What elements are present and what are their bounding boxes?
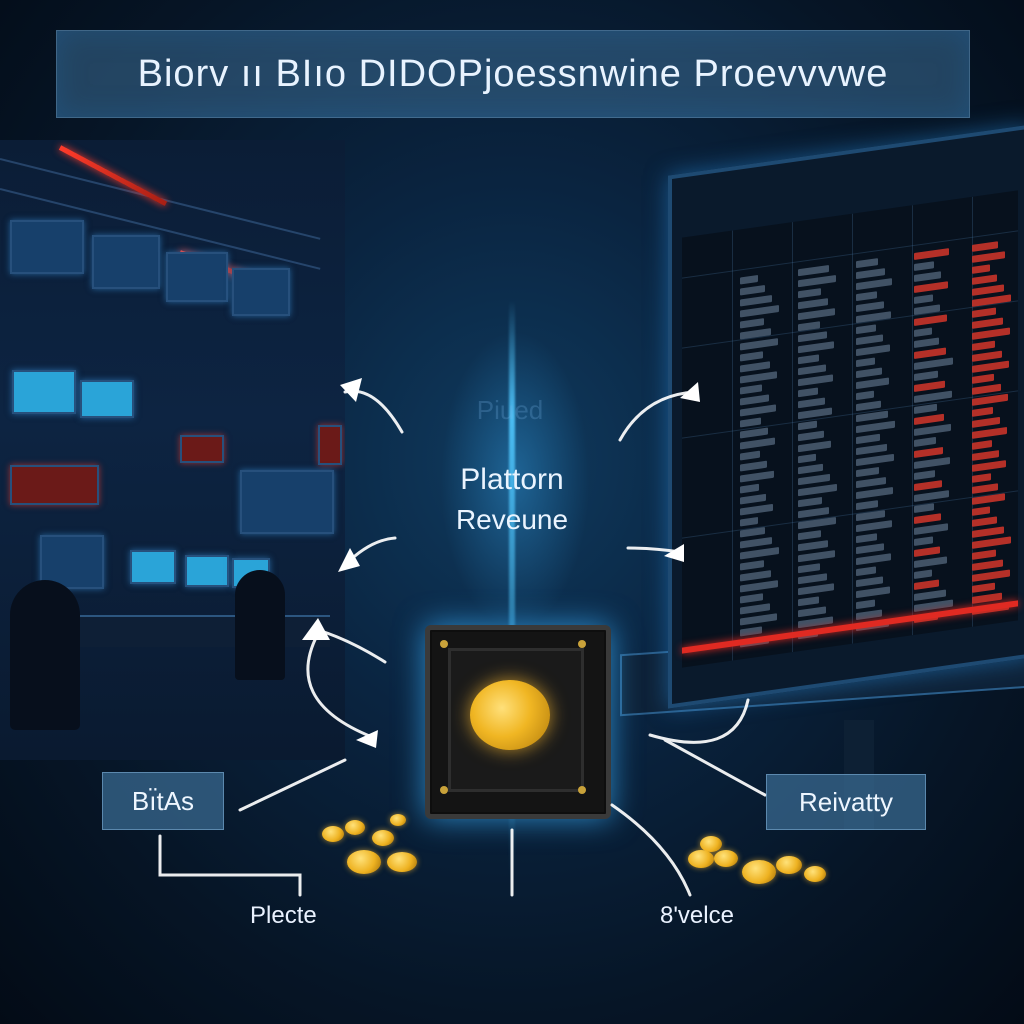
coin-icon (470, 680, 550, 750)
bottom-left-label: Plecte (250, 902, 317, 929)
connector-line (610, 803, 692, 897)
coin-icon (390, 814, 406, 826)
wall-screen (166, 252, 228, 302)
wall-screen (318, 425, 342, 465)
arrowhead-icon (680, 382, 700, 402)
coin-icon (700, 836, 722, 852)
coin-icon (345, 820, 365, 835)
arrowhead-icon (356, 730, 378, 748)
center-label-line2: Reveune (455, 504, 569, 535)
wall-screen (232, 268, 290, 316)
curved-arrow-icon (618, 390, 697, 442)
bottom-right-label: 8'velce (660, 902, 734, 929)
wall-screen (180, 435, 224, 463)
coin-icon (322, 826, 344, 842)
center-label-line1: Plattorn (460, 463, 564, 496)
wall-screen (240, 470, 334, 534)
page-title: Biorv ıı BIıo DIDOPjoessnwine Proevvvwe (137, 52, 889, 95)
wall-screen (10, 220, 84, 274)
arrowhead-icon (340, 378, 362, 402)
coin-icon (347, 850, 381, 874)
curved-arrow-icon (316, 628, 387, 664)
title-banner: Biorv ıı BIıo DIDOPjoessnwine Proevvvwe (56, 30, 970, 118)
desk-monitor (130, 550, 176, 584)
coin-icon (372, 830, 394, 846)
arrowhead-icon (338, 548, 360, 572)
control-room-scene (0, 140, 345, 760)
coin-icon (387, 852, 417, 872)
central-glow (440, 330, 590, 630)
center-label: Plattorn Reveune (400, 460, 624, 540)
curved-arrow-icon (648, 698, 750, 744)
wall-screen (92, 235, 160, 289)
coin-icon (804, 866, 826, 882)
desk-monitor (185, 555, 229, 587)
coin-icon (688, 850, 714, 868)
central-light-beam (509, 300, 515, 880)
connector-line (238, 758, 347, 812)
coin-icon (776, 856, 802, 874)
wall-screen (12, 370, 76, 414)
connector-line (158, 834, 302, 897)
operator-silhouette (10, 580, 80, 730)
coin-icon (742, 860, 776, 884)
coin-icon (714, 850, 738, 867)
operator-silhouette (235, 570, 285, 680)
left-label-text: Bı̈tAs (131, 785, 195, 816)
arrowhead-icon (664, 544, 684, 562)
control-desk (70, 615, 330, 647)
right-label-box: Reivatty (766, 774, 926, 830)
wall-screen (80, 380, 134, 418)
wall-screen (10, 465, 99, 505)
arrowhead-icon (302, 618, 330, 640)
faint-label: Piued (476, 395, 544, 425)
right-label-text: Reivatty (799, 786, 893, 817)
connector-line (663, 738, 767, 797)
left-label-box: Bı̈tAs (102, 772, 224, 830)
curved-arrow-icon (306, 628, 374, 739)
